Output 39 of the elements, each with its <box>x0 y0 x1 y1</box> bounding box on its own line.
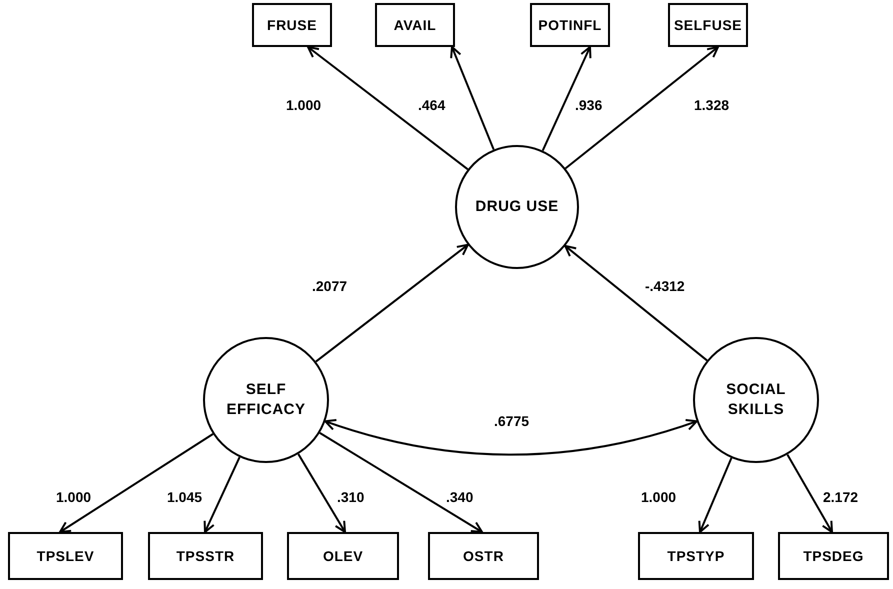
edge-label: 1.328 <box>693 97 730 113</box>
indicator-box: TPSLEV <box>8 532 123 580</box>
edge-label: .6775 <box>493 413 530 429</box>
arrow <box>564 244 708 362</box>
indicator-box: POTINFL <box>530 3 610 47</box>
indicator-box: FRUSE <box>252 3 332 47</box>
edge-label: .310 <box>336 489 366 505</box>
latent-variable-circle: SOCIAL SKILLS <box>693 337 819 463</box>
edge-label: 1.000 <box>285 97 322 113</box>
edge-label: 2.172 <box>822 489 860 505</box>
indicator-box: TPSTYP <box>638 532 754 580</box>
arrow <box>315 244 469 362</box>
arrow <box>542 46 592 151</box>
arrow <box>698 458 732 533</box>
indicator-box: OSTR <box>428 532 539 580</box>
indicator-box: AVAIL <box>375 3 455 47</box>
edge-label: -.4312 <box>644 278 686 294</box>
latent-variable-circle: DRUG USE <box>455 145 579 269</box>
indicator-box: TPSDEG <box>778 532 889 580</box>
arrow <box>786 454 833 533</box>
edge-label: .936 <box>574 97 604 113</box>
arrow <box>324 418 698 456</box>
indicator-box: TPSSTR <box>148 532 263 580</box>
edge-label: 1.000 <box>640 489 678 505</box>
edge-label: .464 <box>417 97 446 113</box>
edge-label: 1.045 <box>166 489 204 505</box>
arrow <box>204 456 240 533</box>
arrow <box>298 454 346 533</box>
arrow <box>319 432 483 533</box>
latent-variable-circle: SELF EFFICACY <box>203 337 329 463</box>
indicator-box: OLEV <box>287 532 399 580</box>
edge-label: .340 <box>445 489 474 505</box>
edge-label: 1.000 <box>55 489 92 505</box>
arrow <box>450 46 495 150</box>
arrow <box>59 433 214 533</box>
edge-label: .2077 <box>311 278 348 294</box>
arrow <box>307 46 468 170</box>
indicator-box: SELFUSE <box>668 3 748 47</box>
arrow <box>564 46 719 170</box>
